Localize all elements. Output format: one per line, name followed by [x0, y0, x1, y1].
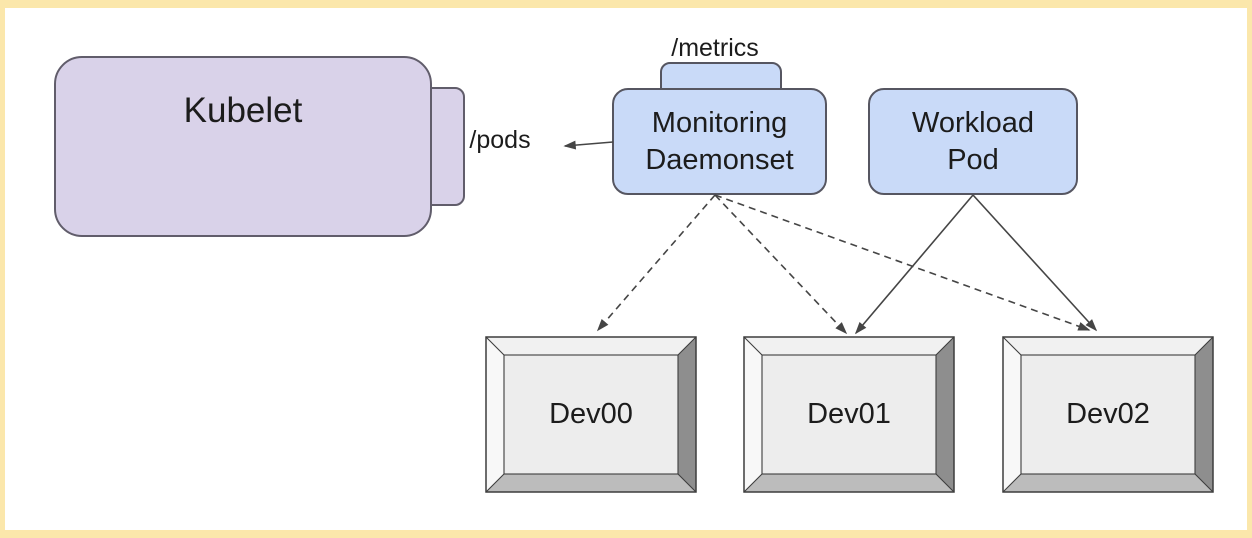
device-3d-frame [1002, 336, 1214, 493]
edge-monitoring-to-dev00 [596, 194, 716, 332]
monitoring-daemonset-label: Monitoring Daemonset [645, 106, 794, 176]
edge-monitoring-to-dev02 [714, 194, 1091, 331]
pods-endpoint-label: /pods [469, 126, 531, 154]
monitoring-daemonset-node: Monitoring Daemonset [612, 88, 827, 195]
device-label: Dev02 [1066, 398, 1150, 430]
metrics-endpoint-label: /metrics [671, 34, 759, 62]
workload-pod-label: Workload Pod [912, 106, 1034, 176]
device-node-dev00: Dev00 [485, 336, 697, 493]
edge-monitoring-to-pods [563, 140, 614, 150]
device-label: Dev01 [807, 398, 891, 430]
edge-monitoring-to-dev01 [714, 194, 848, 335]
kubelet-node: Kubelet [54, 56, 432, 237]
device-3d-frame [485, 336, 697, 493]
workload-pod-node: Workload Pod [868, 88, 1078, 195]
device-node-dev01: Dev01 [743, 336, 955, 493]
edge-workload-to-dev02 [972, 194, 1098, 332]
device-label: Dev00 [549, 398, 633, 430]
device-node-dev02: Dev02 [1002, 336, 1214, 493]
device-3d-frame [743, 336, 955, 493]
edge-workload-to-dev01 [854, 194, 974, 335]
kubelet-label: Kubelet [183, 91, 303, 130]
